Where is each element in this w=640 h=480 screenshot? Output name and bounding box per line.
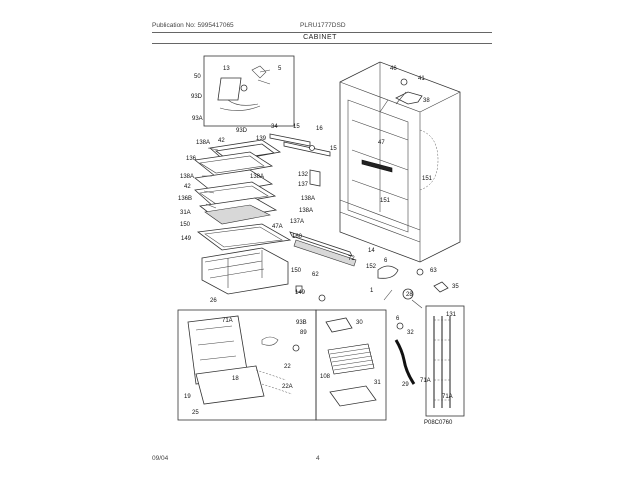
label-93d: 93D <box>191 94 203 100</box>
shelf-support-rails <box>269 133 331 187</box>
label-71a: 71A <box>222 318 233 324</box>
label-131: 131 <box>446 312 457 318</box>
publication-number: Publication No: 5995417065 <box>152 22 234 29</box>
label-38: 38 <box>423 98 430 104</box>
footer-page-number: 4 <box>316 455 320 462</box>
label-93b: 93B <box>296 320 307 326</box>
label-62: 62 <box>312 272 319 278</box>
label-138a-3: 138A <box>301 196 315 202</box>
diagram-code: P08C0760 <box>424 420 453 426</box>
label-28: 28 <box>406 292 413 298</box>
label-6: 6 <box>384 258 388 264</box>
label-18: 18 <box>232 376 239 382</box>
label-137: 137 <box>298 182 309 188</box>
label-50: 50 <box>194 74 201 80</box>
label-138a-5: 138A <box>299 208 313 214</box>
label-6-b: 6 <box>396 316 400 322</box>
label-136: 136 <box>186 156 197 162</box>
label-25: 25 <box>192 410 199 416</box>
label-93d-2: 93D <box>236 128 248 134</box>
screw-149 <box>295 285 303 293</box>
label-139: 139 <box>256 136 267 142</box>
inset-box-heater <box>425 305 465 417</box>
leg-clip <box>433 281 449 293</box>
label-14: 14 <box>368 248 375 254</box>
model-number: PLRU1777DSD <box>300 22 346 29</box>
label-93a: 93A <box>192 116 203 122</box>
label-150-2: 150 <box>291 268 302 274</box>
crisper-drawer-assembly <box>196 223 292 295</box>
label-150: 150 <box>180 222 191 228</box>
drawer-rail <box>289 231 353 257</box>
section-rule <box>152 43 492 44</box>
label-29: 29 <box>402 382 409 388</box>
label-30: 30 <box>356 320 363 326</box>
label-108: 108 <box>320 374 331 380</box>
evaporator-coil <box>325 317 377 407</box>
label-149: 149 <box>181 236 192 242</box>
hinge-pin <box>400 78 408 86</box>
section-title: CABINET <box>303 34 337 41</box>
inset-box-fan <box>203 55 295 127</box>
label-5: 5 <box>278 66 282 72</box>
callout-labels: 50 13 5 93D 93A 34 15 16 93D 138A 42 139… <box>178 66 459 426</box>
leader-lines <box>202 91 423 309</box>
label-63: 63 <box>430 268 437 274</box>
label-1: 1 <box>370 288 374 294</box>
label-137a: 137A <box>290 219 304 225</box>
label-152: 152 <box>366 264 377 270</box>
label-32: 32 <box>407 330 414 336</box>
label-22: 22 <box>284 364 291 370</box>
label-31a: 31A <box>180 210 191 216</box>
fan-motor-assembly <box>217 65 271 111</box>
label-34: 34 <box>271 124 278 130</box>
inset-box-evaporator <box>315 309 387 421</box>
rail-cover <box>293 239 357 267</box>
screw-63 <box>416 268 424 276</box>
header-rule <box>152 32 492 33</box>
label-149-2: 149 <box>295 290 306 296</box>
label-42-2: 42 <box>184 184 191 190</box>
label-15-b: 15 <box>330 146 337 152</box>
label-132: 132 <box>298 172 309 178</box>
label-47: 47 <box>378 140 385 146</box>
label-138a: 138A <box>196 140 210 146</box>
heater-strips <box>433 316 451 408</box>
label-42: 42 <box>218 138 225 144</box>
label-71a-3: 71A <box>442 394 453 400</box>
label-41: 41 <box>418 76 425 82</box>
cabinet-shell <box>339 61 461 263</box>
label-15: 15 <box>293 124 300 130</box>
leveling-foot <box>377 265 399 279</box>
label-31: 31 <box>374 380 381 386</box>
label-47a: 47A <box>272 224 283 230</box>
caster-wheel <box>402 288 414 300</box>
label-46: 46 <box>390 66 397 72</box>
label-19: 19 <box>184 394 191 400</box>
label-72: 72 <box>348 256 355 262</box>
label-89: 89 <box>300 330 307 336</box>
label-35: 35 <box>452 284 459 290</box>
label-151-2: 151 <box>380 198 391 204</box>
label-138a-2: 138A <box>250 174 264 180</box>
screw-32 <box>396 322 404 330</box>
label-13: 13 <box>223 66 230 72</box>
label-151: 151 <box>422 176 433 182</box>
label-16: 16 <box>316 126 323 132</box>
label-71a-2: 71A <box>420 378 431 384</box>
label-160: 160 <box>292 234 303 240</box>
label-138a-4: 138A <box>180 174 194 180</box>
hinge-bracket <box>395 91 423 105</box>
shelf-stack <box>194 139 282 225</box>
drain-hose <box>394 339 416 385</box>
label-26: 26 <box>210 298 217 304</box>
footer-date: 09/04 <box>152 455 169 462</box>
label-136b: 136B <box>178 196 192 202</box>
label-22a: 22A <box>282 384 293 390</box>
screw-center <box>318 294 326 302</box>
rear-panel <box>187 315 300 405</box>
